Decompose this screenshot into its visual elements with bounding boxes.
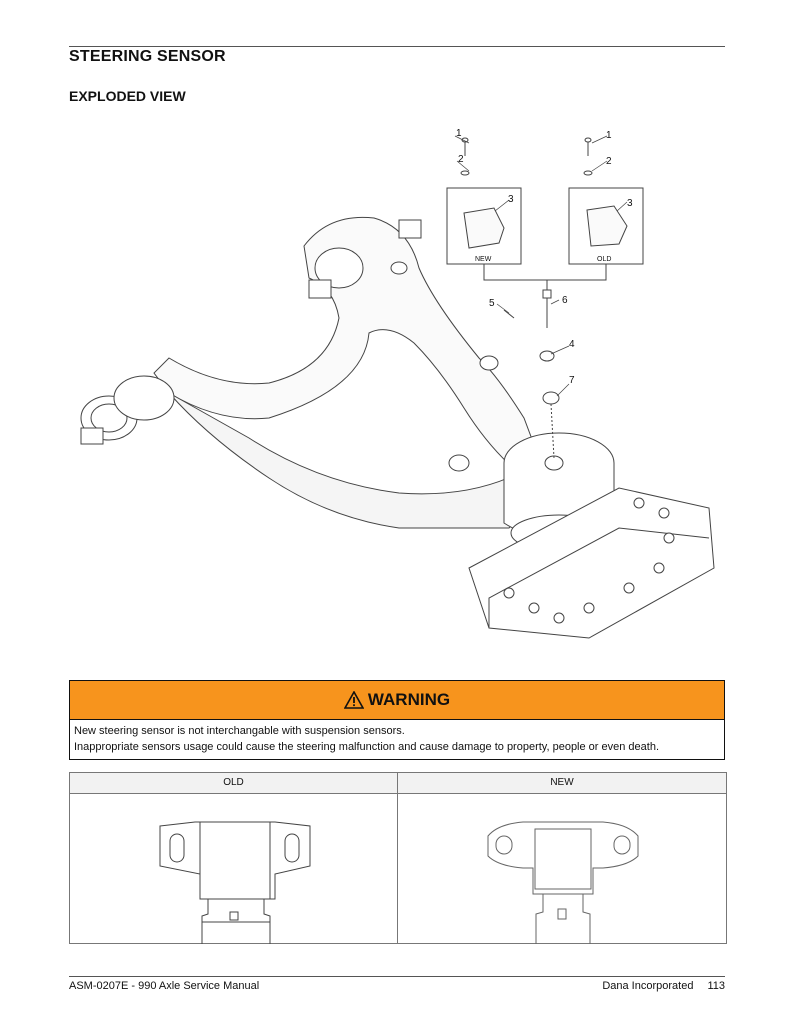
footer-right: Dana Incorporated 113	[588, 980, 725, 992]
box-new-label: NEW	[475, 256, 492, 263]
section-subtitle: EXPLODED VIEW	[69, 88, 186, 104]
warning-box: WARNING New steering sensor is not inter…	[69, 680, 725, 760]
footer-manual: ASM-0207E - 990 Axle Service Manual	[69, 980, 260, 992]
exploded-view-svg: 1 2 3 1 2 3 5 6 4 7 NEW OLD	[80, 128, 715, 639]
old-sensor-drawing	[159, 821, 311, 944]
callout-6: 6	[562, 295, 568, 306]
new-header: NEW	[398, 773, 726, 794]
sensor-comparison-table: OLD NEW	[69, 772, 727, 944]
new-sensor-drawing	[487, 821, 639, 944]
callout-2a: 2	[458, 154, 464, 165]
callout-2b: 2	[606, 156, 612, 167]
callout-3a: 3	[508, 194, 514, 205]
old-sensor-column: OLD	[70, 773, 397, 944]
callout-3b: 3	[627, 198, 633, 209]
callout-1b: 1	[606, 130, 612, 141]
warning-header: WARNING	[70, 681, 724, 720]
box-old-label: OLD	[597, 256, 611, 263]
top-rule	[69, 46, 725, 47]
exploded-view-diagram: 1 2 3 1 2 3 5 6 4 7 NEW OLD	[69, 118, 725, 668]
callout-1a: 1	[456, 128, 462, 139]
callout-5: 5	[489, 298, 495, 309]
callout-4: 4	[569, 339, 575, 350]
page-number: 113	[707, 980, 725, 992]
warning-triangle-icon	[343, 691, 364, 709]
new-sensor-column: NEW	[398, 773, 726, 944]
warning-line-1: New steering sensor is not interchangabl…	[74, 725, 405, 737]
warning-title: WARNING	[367, 690, 451, 709]
callout-7: 7	[569, 375, 575, 386]
footer-rule	[69, 976, 725, 977]
warning-line-2: Inappropriate sensors usage could cause …	[74, 741, 660, 753]
page-title: STEERING SENSOR	[69, 48, 226, 65]
warning-body: New steering sensor is not interchangabl…	[70, 720, 724, 755]
footer-company: Dana Incorporated	[602, 980, 694, 992]
column-separator	[397, 773, 398, 943]
old-header: OLD	[70, 773, 397, 794]
